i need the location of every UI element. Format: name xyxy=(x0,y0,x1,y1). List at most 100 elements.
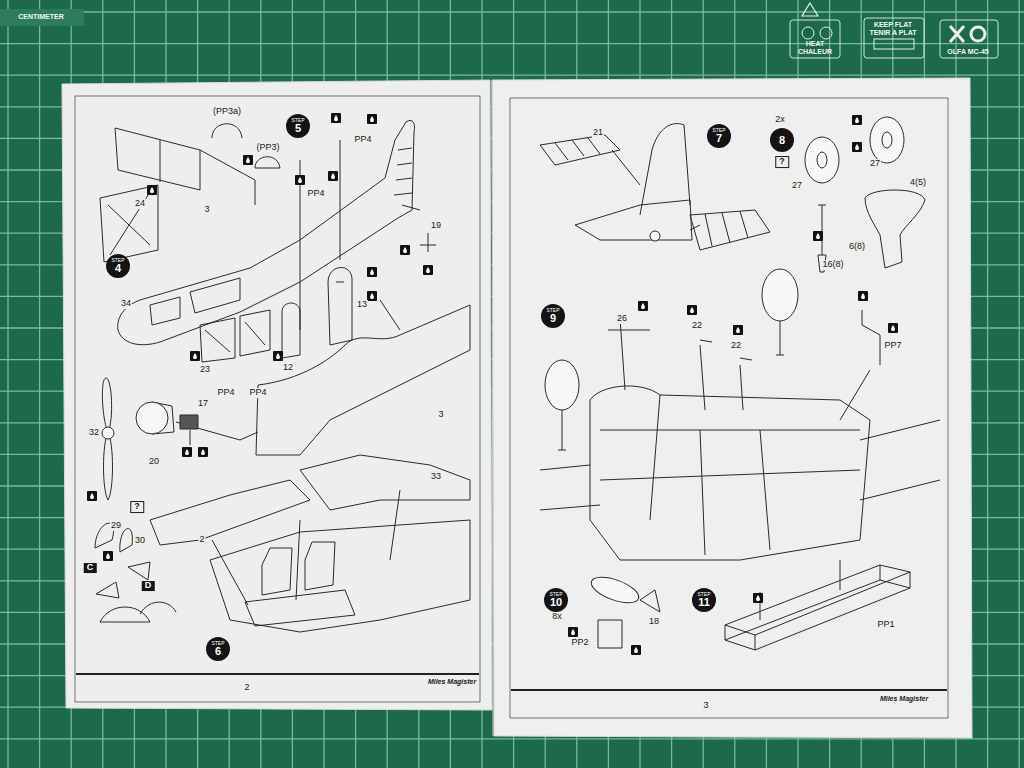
glue-icon xyxy=(331,173,335,179)
callout-number: 26 xyxy=(616,314,628,324)
wheel xyxy=(870,117,904,163)
callout-number: PP4 xyxy=(248,388,267,398)
flat-icon xyxy=(864,18,924,58)
glue-icon xyxy=(370,116,374,122)
glue-icon xyxy=(87,491,97,501)
wheel-hub xyxy=(817,152,827,168)
callout-number: 8x xyxy=(551,612,563,622)
step-number: 5 xyxy=(295,123,301,134)
mat-brand-bar xyxy=(0,9,84,26)
glue-icon xyxy=(423,265,433,275)
glue-icon xyxy=(852,142,862,152)
upper-frame xyxy=(115,128,255,205)
pp7-rod xyxy=(862,310,880,365)
step-circle: STEP7 xyxy=(707,124,731,148)
glue-icon xyxy=(328,171,338,181)
warning-icon xyxy=(802,3,818,16)
glue-icon xyxy=(687,305,697,315)
heat-icon xyxy=(802,27,814,39)
glue-icon xyxy=(370,269,374,275)
bulkhead xyxy=(282,303,300,358)
mat-print: KEEP FLAT xyxy=(873,21,913,29)
callout-number: 2x xyxy=(774,115,786,125)
cockpit-frame xyxy=(100,185,158,262)
wing-part xyxy=(300,455,470,510)
step-circle: STEP5 xyxy=(286,114,310,138)
glue-icon xyxy=(736,327,740,333)
step-number: 8 xyxy=(779,135,785,146)
wheel-hub xyxy=(882,132,892,148)
callout-number: PP4 xyxy=(353,135,372,145)
callout-number: 29 xyxy=(110,521,122,531)
callout-number: 6(8) xyxy=(848,242,866,252)
glue-icon xyxy=(193,353,197,359)
seat xyxy=(245,542,355,626)
glue-icon xyxy=(298,177,302,183)
glue-icon xyxy=(733,325,743,335)
wheel-spat xyxy=(865,190,925,268)
step-number: 9 xyxy=(550,313,556,324)
olfa-icon xyxy=(940,20,998,58)
callout-number: 13 xyxy=(356,300,368,310)
callout-number: PP4 xyxy=(216,388,235,398)
glue-icon xyxy=(852,115,862,125)
callout-number: PP2 xyxy=(570,638,589,648)
step-circle: STEP11 xyxy=(692,588,716,612)
fin xyxy=(640,124,690,215)
callout-number: ? xyxy=(775,156,789,168)
callout-number: 12 xyxy=(282,363,294,373)
callout-number: 18 xyxy=(648,617,660,627)
page-rule xyxy=(76,673,479,675)
callout-number: 2 xyxy=(243,683,250,693)
heat-icon xyxy=(790,20,840,58)
bomb xyxy=(588,572,642,608)
glue-icon xyxy=(185,449,189,455)
glue-icon xyxy=(855,117,859,123)
callout-number: 3 xyxy=(203,205,210,215)
callout-number: Miles Magister xyxy=(427,678,477,686)
callout-number: 24 xyxy=(134,199,146,209)
callout-number: 27 xyxy=(791,181,803,191)
glue-icon xyxy=(367,291,377,301)
heat-icon xyxy=(820,27,832,39)
rudder-part xyxy=(420,233,436,252)
spinner xyxy=(136,402,168,434)
callout-number: 27 xyxy=(869,159,881,169)
glue-icon xyxy=(103,551,113,561)
olfa-icon xyxy=(971,27,985,41)
grid-line xyxy=(1019,0,1020,768)
glue-icon xyxy=(273,351,283,361)
mat-print: TENIR A PLAT xyxy=(868,29,917,37)
glue-icon xyxy=(190,351,200,361)
paper-page xyxy=(62,80,492,710)
step-number: 10 xyxy=(550,597,562,608)
step-circle: STEP9 xyxy=(541,304,565,328)
callout-number: PP7 xyxy=(883,341,902,351)
paper-page xyxy=(492,78,972,738)
step-number: 6 xyxy=(215,646,221,657)
step-circle: 8 xyxy=(770,128,794,152)
glue-icon xyxy=(568,627,578,637)
bomb-rack-frame xyxy=(725,560,910,650)
callout-number: 2 xyxy=(198,535,205,545)
step-circle: STEP6 xyxy=(206,637,230,661)
callout-number: 22 xyxy=(691,321,703,331)
glue-icon xyxy=(690,307,694,313)
callout-number: 19 xyxy=(430,221,442,231)
part-box xyxy=(180,415,198,429)
glue-icon xyxy=(295,175,305,185)
glue-icon xyxy=(331,113,341,123)
leader-line xyxy=(620,318,870,420)
glue-icon xyxy=(426,267,430,273)
step-number: 11 xyxy=(698,597,710,608)
callout-number: 3 xyxy=(702,701,709,711)
glue-icon xyxy=(641,303,645,309)
callout-number: 30 xyxy=(134,536,146,546)
page-rule xyxy=(511,689,947,691)
glue-icon xyxy=(106,553,110,559)
center-section-panel xyxy=(600,395,860,555)
canopy xyxy=(212,124,280,168)
paper-fold xyxy=(492,80,493,736)
callout-number: (PP3a) xyxy=(212,107,242,117)
